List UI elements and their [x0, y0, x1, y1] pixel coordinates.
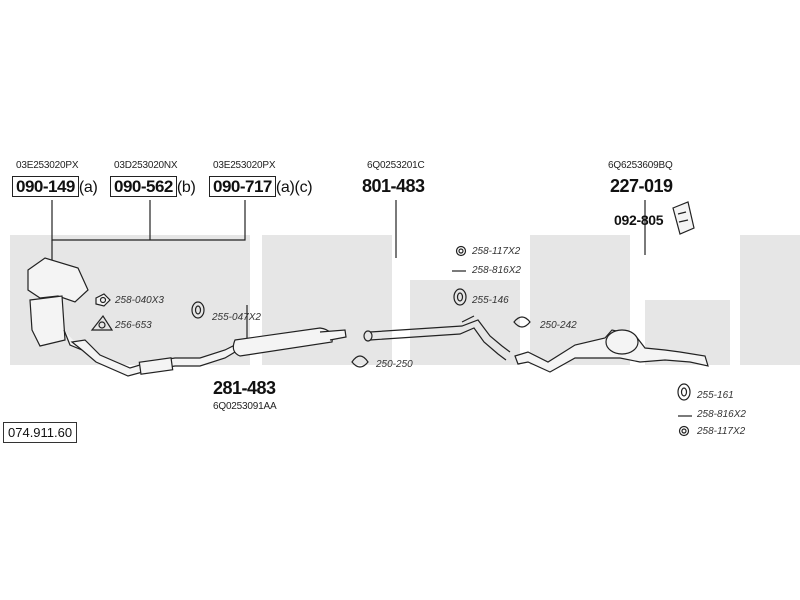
gasket-label[interactable]: 256-653: [115, 320, 152, 331]
cat2-part-number[interactable]: 090-562: [110, 176, 177, 197]
cat2-part[interactable]: 090-562(b): [110, 176, 196, 197]
bolt-rear-label[interactable]: 258-816X2: [697, 409, 746, 420]
cat1-oe-number: 03E253020PX: [16, 160, 79, 171]
hanger-mid-label[interactable]: 255-146: [472, 295, 509, 306]
cat2-suffix: (b): [176, 179, 196, 196]
front-pipe-oe-number: 6Q0253091AA: [213, 401, 277, 412]
hanger-front-label[interactable]: 255-047X2: [212, 312, 261, 323]
cat2-oe-number: 03D253020NX: [114, 160, 178, 171]
bolt-mid-label[interactable]: 258-816X2: [472, 265, 521, 276]
ring-mid-label[interactable]: 258-117X2: [472, 246, 521, 257]
cat3-part-number[interactable]: 090-717: [209, 176, 276, 197]
accessory-icons: [90, 245, 692, 437]
middle-pipe-part-number[interactable]: 801-483: [362, 176, 425, 196]
cat3-part[interactable]: 090-717(a)(c): [209, 176, 313, 197]
hanger-rear-label[interactable]: 255-161: [697, 390, 734, 401]
middle-pipe-oe-number: 6Q0253201C: [367, 160, 425, 171]
middle-pipe: [363, 315, 511, 361]
mounting-kit-part-number[interactable]: 092-805: [614, 212, 664, 228]
front-pipe-part-number[interactable]: 281-483: [213, 378, 276, 398]
cat1-part-number[interactable]: 090-149: [12, 176, 79, 197]
ring-rear-label[interactable]: 258-117X2: [697, 426, 746, 437]
rear-silencer-oe-number: 6Q6253609BQ: [608, 160, 673, 171]
rear-silencer-part-number[interactable]: 227-019: [610, 176, 673, 196]
clamp-front-label[interactable]: 250-250: [376, 359, 413, 370]
nut-label[interactable]: 258-040X3: [115, 295, 164, 306]
cat3-suffix: (a)(c): [275, 179, 313, 196]
cat1-suffix: (a): [78, 179, 98, 196]
catalog-number: 074.911.60: [3, 422, 78, 443]
clamp-mid-label[interactable]: 250-242: [540, 320, 577, 331]
front-pipe: [70, 327, 347, 377]
mounting-kit: [672, 201, 695, 235]
cat1-part[interactable]: 090-149(a): [12, 176, 98, 197]
rear-silencer: [514, 329, 709, 373]
cat3-oe-number: 03E253020PX: [213, 160, 276, 171]
